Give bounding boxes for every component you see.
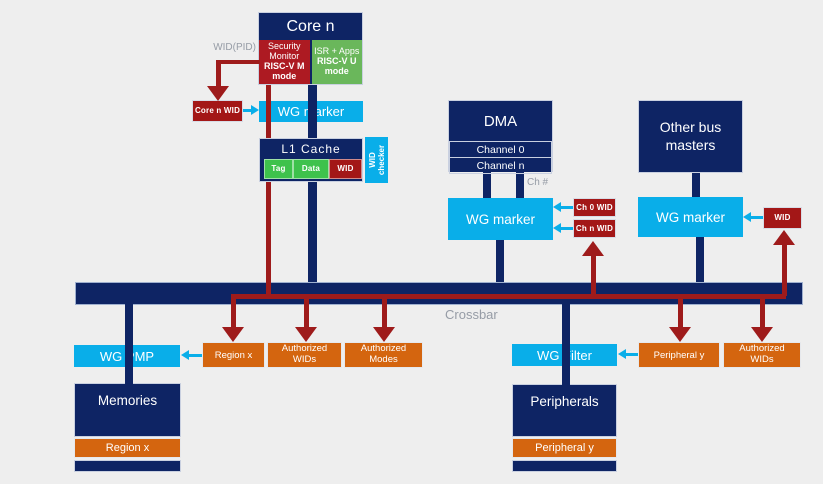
core-to-crossbar-connector: [308, 85, 317, 282]
security-monitor-label: Security Monitor: [267, 41, 301, 62]
chn-wid-register: Ch n WID: [573, 219, 616, 238]
isr-apps-box: ISR + Apps RISC-V U mode: [311, 40, 362, 84]
peripherals-item-band: Peripheral y: [512, 438, 617, 458]
ch0-wid-register: Ch 0 WID: [573, 198, 616, 217]
arrow-down-auth-wids-left-icon: [295, 327, 317, 342]
dma-to-crossbar-connector: [496, 239, 504, 283]
arrow-down-peripheral-y-icon: [669, 327, 691, 342]
crossbar-label: Crossbar: [445, 307, 498, 322]
stem-auth-modes: [382, 297, 387, 328]
authorized-wids-right-config: Authorized WIDs: [723, 342, 801, 368]
region-x-config: Region x: [202, 342, 265, 368]
memories-bottom-strip: [74, 460, 181, 472]
memories-box: Memories: [74, 383, 181, 437]
wid-pid-line-horizontal: [218, 60, 260, 64]
arrow-right-core-wid-icon: [251, 105, 259, 115]
memories-region-band: Region x: [74, 438, 181, 458]
security-monitor-mode: RISC-V M mode: [264, 61, 305, 81]
dma-channel0-stub: [483, 171, 491, 199]
other-bus-masters-box: Other bus masters: [638, 100, 743, 173]
stem-peripheral-y: [678, 297, 683, 328]
wg-filter-arrow-line: [626, 353, 638, 356]
arrow-left-ch0-wid-icon: [553, 202, 561, 212]
dma-channeln-stub: [516, 171, 524, 199]
stem-region-x: [231, 297, 236, 328]
wid-pid-line-vertical: [216, 60, 221, 87]
security-monitor-config-line: [266, 85, 271, 298]
wg-pmp-arrow-line: [189, 354, 202, 357]
arrow-left-wg-pmp-icon: [181, 350, 189, 360]
l1-data-field: Data: [293, 159, 329, 179]
wid-pid-label: WID(PID): [213, 42, 256, 53]
obm-wid-register: WID: [763, 207, 802, 229]
core-title: Core n: [286, 17, 335, 35]
arrow-down-auth-modes-icon: [373, 327, 395, 342]
chn-wid-arrow-line: [561, 227, 573, 230]
stem-chn-wid: [591, 256, 596, 296]
authorized-modes-config: Authorized Modes: [344, 342, 423, 368]
crossbar-to-memories-connector: [125, 304, 133, 384]
ch0-wid-arrow-line: [561, 206, 573, 209]
wid-checker-box: WID checker: [365, 137, 388, 183]
obm-wg-marker: WG marker: [638, 197, 743, 237]
dma-channel-n-row: Channel n: [449, 157, 552, 174]
wid-config-bus-line: [231, 294, 786, 299]
isr-apps-mode: RISC-V U mode: [316, 56, 357, 76]
obm-wid-arrow-line: [751, 216, 763, 219]
crossbar-to-peripherals-connector: [562, 304, 570, 385]
core-wid-arrow-line: [243, 109, 252, 112]
stem-auth-wids-right: [760, 297, 765, 328]
obm-stub: [692, 172, 700, 198]
dma-box: DMA Channel 0 Channel n: [448, 100, 553, 174]
core-box: Core n Security Monitor RISC-V M mode IS…: [258, 12, 363, 85]
arrow-up-obm-wid-icon: [773, 230, 795, 245]
l1-tag-field: Tag: [264, 159, 293, 179]
arrow-left-wg-filter-icon: [618, 349, 626, 359]
arrow-left-obm-wid-icon: [743, 212, 751, 222]
arrow-up-chn-wid-icon: [582, 241, 604, 256]
wid-checker-label: WID checker: [367, 144, 386, 176]
isr-apps-label: ISR + Apps: [314, 46, 360, 57]
dma-channel-0-row: Channel 0: [449, 141, 552, 157]
l1-cache-box: L1 Cache Tag Data WID: [259, 138, 363, 182]
peripherals-box: Peripherals: [512, 384, 617, 437]
arrow-down-region-x-icon: [222, 327, 244, 342]
arrow-down-core-wid-icon: [207, 86, 229, 101]
security-monitor-box: Security Monitor RISC-V M mode: [259, 40, 310, 84]
crossbar-bus: [75, 282, 803, 305]
stem-auth-wids-left: [304, 297, 309, 328]
dma-wg-marker: WG marker: [448, 198, 553, 240]
peripherals-bottom-strip: [512, 460, 617, 472]
dma-title: DMA: [483, 112, 518, 130]
core-wid-register: Core n WID: [192, 100, 243, 122]
l1-wid-field: WID: [329, 159, 362, 179]
peripheral-y-config: Peripheral y: [638, 342, 720, 368]
arrow-down-auth-wids-right-icon: [751, 327, 773, 342]
l1-cache-title: L1 Cache: [281, 141, 341, 156]
stem-obm-wid: [782, 245, 787, 296]
authorized-wids-left-config: Authorized WIDs: [267, 342, 342, 368]
arrow-left-chn-wid-icon: [553, 223, 561, 233]
obm-to-crossbar-connector: [696, 236, 704, 283]
ch-number-label: Ch #: [527, 177, 549, 188]
